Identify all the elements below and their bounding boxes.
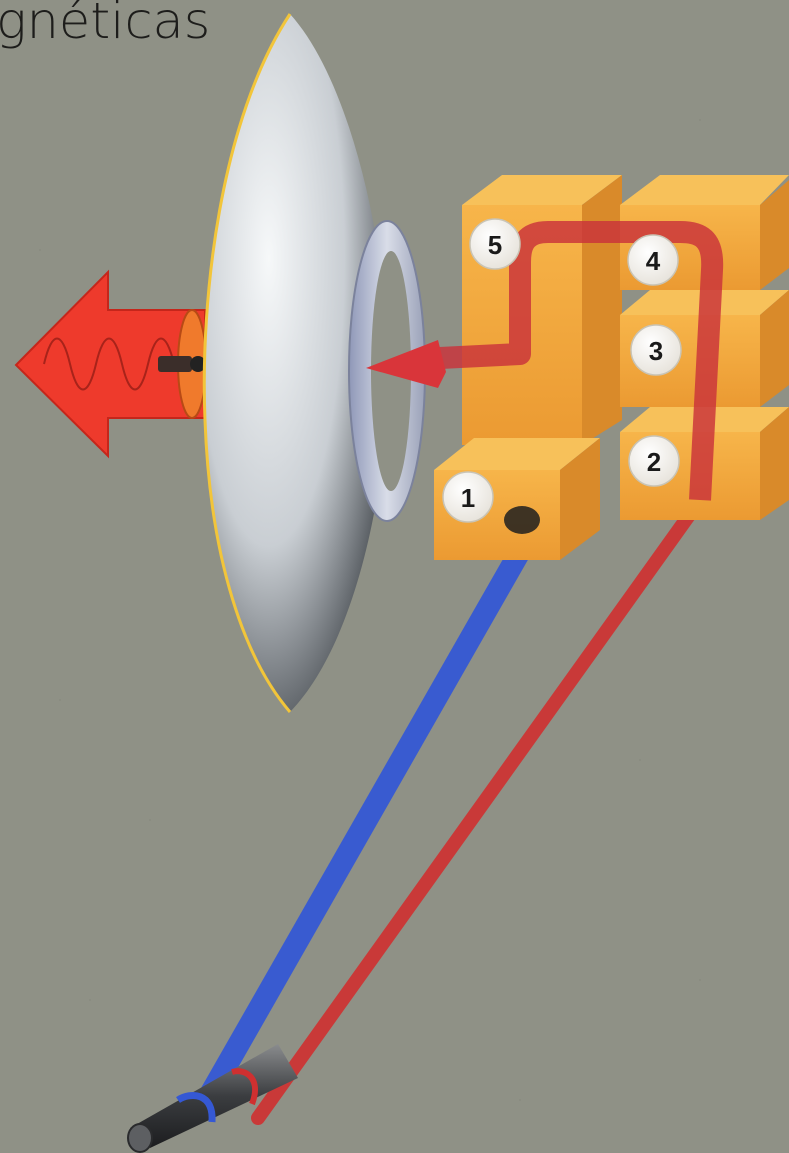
badge-2: 2: [629, 436, 679, 486]
badge-4: 4: [628, 235, 678, 285]
badge-3-label: 3: [649, 336, 663, 366]
emission-arrow: [16, 272, 206, 456]
badge-1: 1: [443, 472, 493, 522]
badge-3: 3: [631, 325, 681, 375]
badge-4-label: 4: [646, 246, 661, 276]
badge-5-label: 5: [488, 230, 502, 260]
badge-1-label: 1: [461, 483, 475, 513]
page-title: gnéticas: [0, 0, 210, 50]
badge-5: 5: [470, 219, 520, 269]
badge-2-label: 2: [647, 447, 661, 477]
